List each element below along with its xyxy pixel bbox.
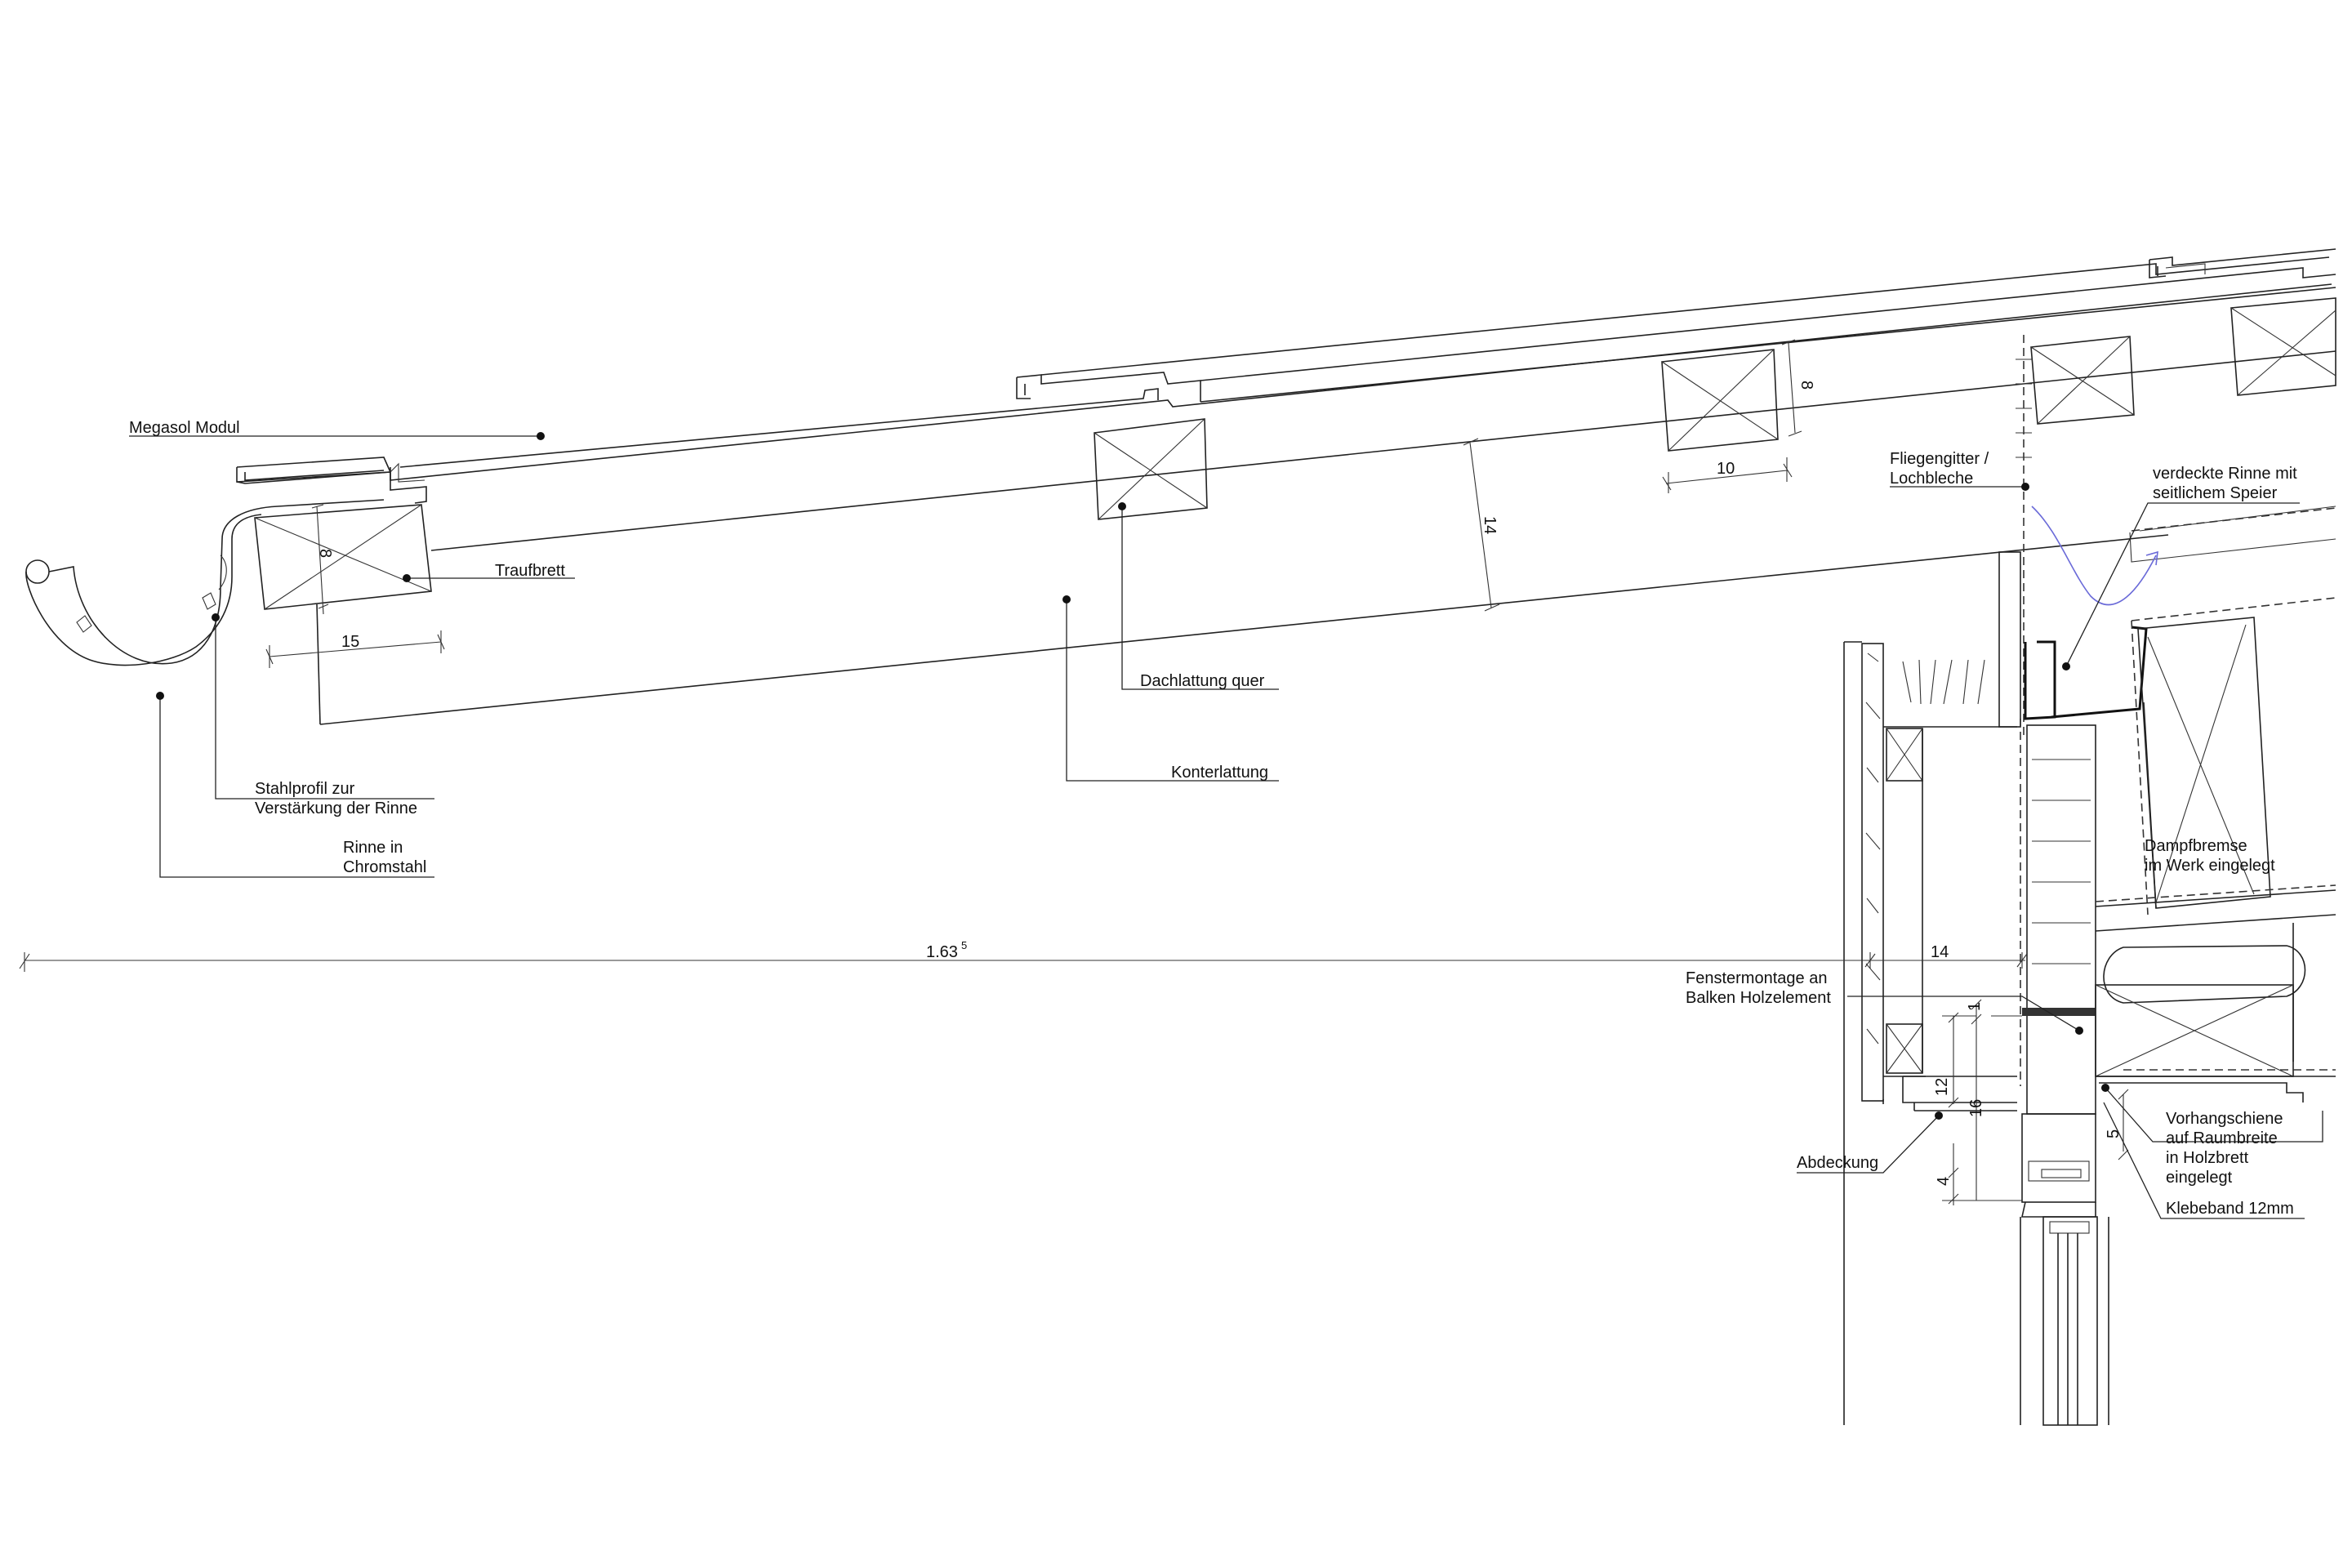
dimension-8b: 8 — [1781, 339, 1815, 437]
dimension-8a: 8 — [311, 504, 334, 615]
dim-163-label: 1.63 — [926, 943, 958, 961]
dim-8a-label: 8 — [316, 549, 334, 558]
batten-3 — [2030, 336, 2135, 425]
batten-1 — [1094, 418, 1208, 520]
batten-2 — [1661, 349, 1779, 452]
label-dampfbremse-2: im Werk eingelegt — [2145, 857, 2275, 875]
roof-structure: 15 8 14 10 8 — [25, 248, 2336, 725]
vent-slats — [1902, 659, 1985, 705]
label-dampfbremse-1: Dampfbremse — [2145, 837, 2247, 855]
label-dachlattung-quer: Dachlattung quer — [1140, 672, 1265, 690]
dimension-14: 14 — [1463, 438, 1500, 612]
drain-flow-arrow — [2031, 506, 2157, 606]
window-frame — [2020, 1113, 2109, 1426]
label-klebeband: Klebeband 12mm — [2166, 1200, 2294, 1218]
abdeckung-sill — [1902, 1076, 2017, 1103]
dim-4-label: 4 — [1935, 1177, 1953, 1186]
konterlattung-top-line — [430, 350, 2336, 551]
label-vorhangschiene-4: eingelegt — [2166, 1169, 2233, 1187]
label-vorhangschiene-2: auf Raumbreite — [2166, 1129, 2278, 1147]
label-abdeckung: Abdeckung — [1797, 1154, 1878, 1172]
dim-14b-label: 14 — [1931, 943, 1949, 961]
batten-4 — [2230, 297, 2336, 396]
label-fliegengitter-2: Lochbleche — [1890, 470, 1973, 488]
label-fliegengitter-1: Fliegengitter / — [1890, 450, 1989, 468]
konterlattung-bottom-line — [319, 534, 2169, 725]
window-dimensions: 1 12 16 4 5 — [1933, 999, 2129, 1205]
wall-section — [1843, 335, 2336, 1426]
dim-163-sup: 5 — [961, 939, 967, 951]
dachlattung-battens — [254, 297, 2336, 610]
label-stahlprofil-2: Verstärkung der Rinne — [255, 800, 417, 817]
dimension-10: 10 — [1662, 457, 1793, 493]
dimension-163: 1.63 5 14 — [19, 939, 2028, 972]
klebeband-strip — [2022, 1008, 2096, 1016]
dim-12-label: 12 — [1933, 1078, 1951, 1096]
dim-8b-label: 8 — [1797, 381, 1815, 390]
annotations: Megasol Modul Traufbrett Dachlattung que… — [129, 419, 2323, 1219]
label-megasol-modul: Megasol Modul — [129, 419, 240, 437]
megasol-modules — [236, 248, 2336, 504]
label-rinne-1: Rinne in — [343, 839, 403, 857]
label-stahlprofil-1: Stahlprofil zur — [255, 780, 355, 798]
dim-16-label: 16 — [1967, 1099, 1985, 1117]
label-fenstermontage-2: Balken Holzelement — [1686, 989, 1831, 1007]
cladding-hatch — [1865, 653, 1881, 1045]
label-verdeckte-rinne-2: seitlichem Speier — [2153, 484, 2278, 502]
dimension-15: 15 — [265, 630, 445, 668]
dim-10-label: 10 — [1717, 460, 1735, 478]
fliegengitter-ticks — [2016, 359, 2032, 458]
label-vorhangschiene-3: in Holzbrett — [2166, 1149, 2249, 1167]
dim-15-label: 15 — [341, 633, 359, 651]
label-rinne-2: Chromstahl — [343, 858, 426, 876]
label-verdeckte-rinne-1: verdeckte Rinne mit — [2153, 465, 2297, 483]
rinne-gutter — [25, 499, 385, 666]
dim-1-label: 1 — [1966, 1002, 1984, 1011]
dim-14-label: 14 — [1481, 516, 1499, 534]
label-fenstermontage-1: Fenstermontage an — [1686, 969, 1827, 987]
label-vorhangschiene-1: Vorhangschiene — [2166, 1110, 2283, 1128]
label-konterlattung: Konterlattung — [1171, 764, 1268, 782]
timber-hatch — [2032, 759, 2091, 964]
dim-5-label: 5 — [2105, 1129, 2123, 1138]
label-traufbrett: Traufbrett — [495, 562, 565, 580]
batten-traufbrett — [254, 504, 432, 610]
